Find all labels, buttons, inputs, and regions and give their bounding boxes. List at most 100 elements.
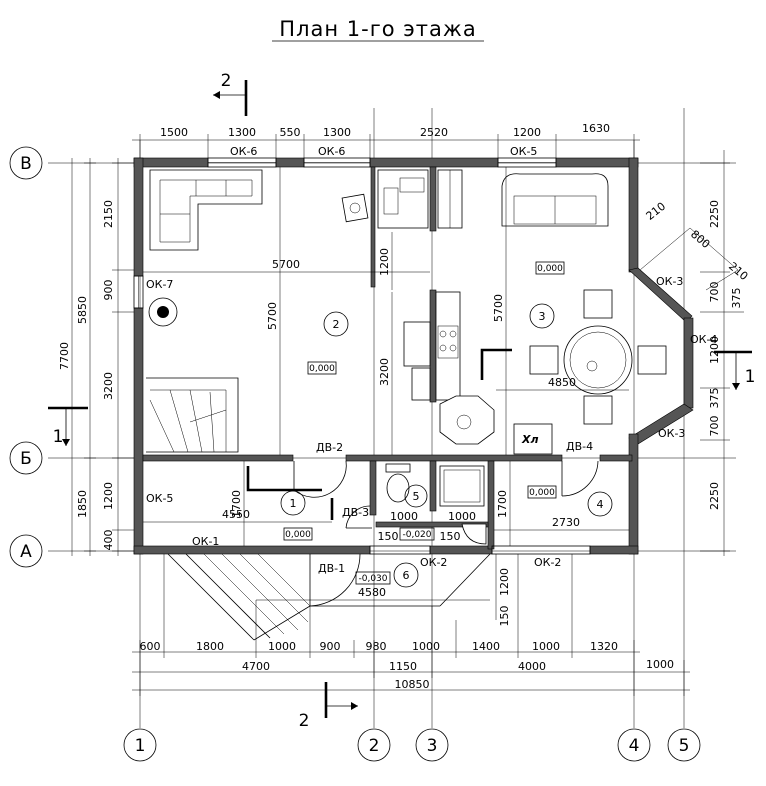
svg-text:В: В	[20, 154, 32, 174]
dim-bottom-1000-b: 1000	[412, 640, 440, 653]
level-mark-6: -0,030	[355, 571, 391, 585]
dim-bottom-1150: 1150	[389, 660, 417, 673]
level-mark-3: 0,000	[535, 261, 565, 275]
svg-text:-0,020: -0,020	[402, 530, 431, 540]
dim-top-550: 550	[280, 126, 301, 139]
level-mark-2: 0,000	[307, 361, 337, 375]
plan-title: План 1-го этажа	[279, 17, 476, 41]
axis-marker-1: 1	[123, 728, 157, 762]
dim-bay-210-b: 210	[726, 260, 750, 283]
svg-text:1: 1	[53, 427, 64, 447]
right-dimension-chain	[700, 150, 744, 556]
dim-inner-150-v: 150	[498, 606, 511, 627]
dim-left-7700: 7700	[58, 342, 71, 370]
bold-partitions	[246, 348, 512, 520]
dim-inner-1200: 1200	[378, 248, 391, 276]
window-ok6-a: ОК-6	[230, 145, 257, 158]
window-ok1: ОК-1	[192, 535, 219, 548]
dim-inner-150-b: 150	[440, 530, 461, 543]
top-dimension-chain	[132, 134, 640, 158]
dim-top-1300-b: 1300	[323, 126, 351, 139]
bottom-dimension-chains	[132, 554, 690, 696]
room-label-1: 1	[280, 490, 306, 516]
svg-text:6: 6	[403, 569, 410, 582]
dim-left-5850: 5850	[76, 296, 89, 324]
dim-left-2150: 2150	[102, 200, 115, 228]
dim-inner-4580: 4580	[358, 586, 386, 599]
dim-inner-150-a: 150	[378, 530, 399, 543]
dim-left-3200: 3200	[102, 372, 115, 400]
dim-right-2250-b: 2250	[708, 482, 721, 510]
bay-window	[639, 227, 739, 291]
kitchen-counter	[403, 291, 495, 445]
svg-text:0,000: 0,000	[529, 488, 555, 498]
window-ok7: ОК-7	[146, 278, 173, 291]
svg-text:2: 2	[333, 318, 340, 331]
svg-text:3: 3	[539, 310, 546, 323]
svg-text:1: 1	[745, 367, 756, 387]
svg-text:1: 1	[135, 736, 146, 756]
room-label-3: 3	[529, 303, 555, 329]
window-ok6-b: ОК-6	[318, 145, 345, 158]
window-ok3-a: ОК-3	[656, 275, 683, 288]
inner-dimension-lines	[143, 167, 629, 620]
dim-bottom-980: 980	[366, 640, 387, 653]
window-ok2-b: ОК-2	[534, 556, 561, 569]
dining-set	[529, 289, 667, 425]
fridge: Хл	[513, 423, 553, 455]
room-label-5: 5	[404, 484, 428, 508]
axis-marker-4: 4	[617, 728, 651, 762]
dim-bay-210-a: 210	[644, 200, 669, 223]
dim-bottom-1800: 1800	[196, 640, 224, 653]
dim-inner-1000-a: 1000	[390, 510, 418, 523]
window-ok3-b: ОК-3	[658, 427, 685, 440]
dim-inner-1000-b: 1000	[448, 510, 476, 523]
toilet	[385, 463, 411, 503]
dim-inner-1200-b: 1200	[498, 568, 511, 596]
svg-text:2: 2	[299, 711, 310, 731]
dim-bottom-1000-d: 1000	[646, 658, 674, 671]
shower	[439, 465, 487, 545]
axis-marker-B: Б	[9, 441, 43, 475]
level-mark-5: -0,020	[399, 527, 435, 541]
dim-left-400: 400	[102, 530, 115, 551]
dim-inner-3200: 3200	[378, 358, 391, 386]
dim-inner-1700-b: 1700	[496, 490, 509, 518]
door-swings	[293, 460, 599, 607]
section-mark-top: 2	[213, 71, 248, 116]
dim-top-1500: 1500	[160, 126, 188, 139]
left-dimension-chains	[71, 158, 134, 556]
dim-bottom-1320: 1320	[590, 640, 618, 653]
svg-text:-0,030: -0,030	[358, 574, 387, 584]
section-mark-right: 1	[714, 350, 756, 390]
dim-bottom-4000: 4000	[518, 660, 546, 673]
door-dv4-label: ДВ-4	[566, 440, 593, 453]
room-label-6: 6	[393, 562, 419, 588]
dim-inner-5700-v3: 5700	[492, 294, 505, 322]
dim-bottom-900: 900	[320, 640, 341, 653]
room-label-2: 2	[323, 311, 349, 337]
dim-bottom-1400: 1400	[472, 640, 500, 653]
dim-right-375-b: 375	[708, 388, 721, 409]
staircase	[146, 377, 239, 453]
svg-text:3: 3	[427, 736, 438, 756]
desk	[377, 169, 429, 229]
section-mark-bottom: 2	[299, 682, 358, 731]
dim-top-1630: 1630	[582, 122, 610, 135]
dim-right-1200: 1200	[708, 336, 721, 364]
dim-top-1200: 1200	[513, 126, 541, 139]
window-ok5-left: ОК-5	[146, 492, 173, 505]
svg-text:5: 5	[413, 490, 420, 503]
dim-left-1850: 1850	[76, 490, 89, 518]
door-dv2-label: ДВ-2	[316, 441, 343, 454]
svg-text:Б: Б	[20, 449, 32, 469]
dim-bottom-4700: 4700	[242, 660, 270, 673]
dim-bottom-1000-c: 1000	[532, 640, 560, 653]
dim-inner-1700-a: 1700	[230, 490, 243, 518]
dim-bottom-total: 10850	[395, 678, 430, 691]
dim-left-1200: 1200	[102, 482, 115, 510]
dim-top-1300-a: 1300	[228, 126, 256, 139]
axis-marker-A: А	[9, 534, 43, 568]
svg-text:4: 4	[629, 736, 640, 756]
